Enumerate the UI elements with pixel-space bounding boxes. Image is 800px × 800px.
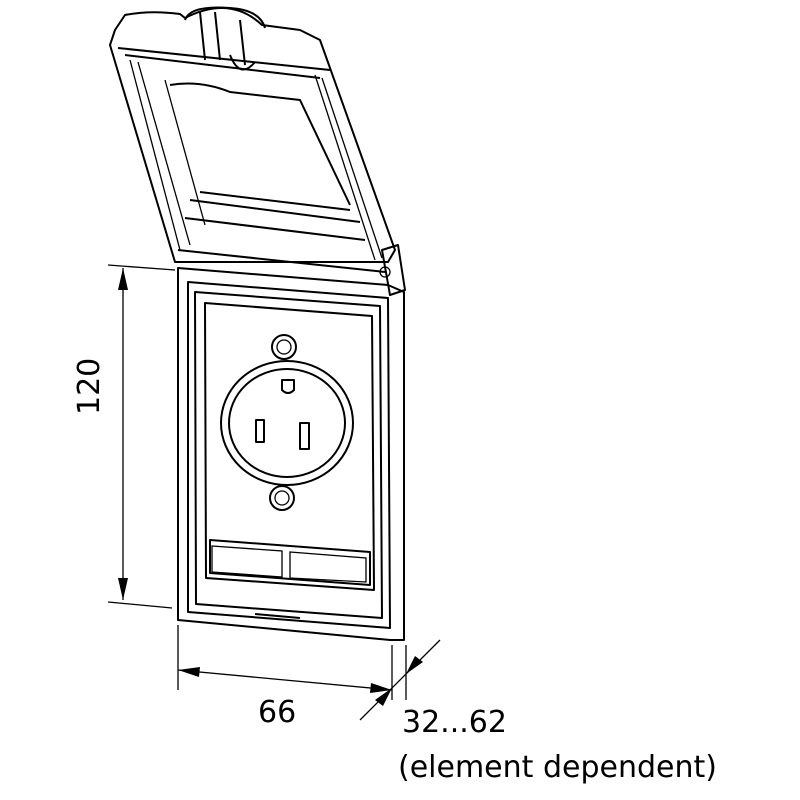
label-strips — [209, 539, 371, 586]
height-dimension-label: 120 — [72, 357, 107, 415]
nema-socket — [220, 334, 354, 511]
arrow-down-icon — [118, 578, 128, 600]
width-dimension-label: 66 — [258, 695, 297, 730]
arrow-left-icon — [178, 667, 200, 677]
arrow-up-icon — [118, 268, 128, 290]
dimension-lines — [107, 264, 441, 721]
hinged-lid — [109, 6, 406, 296]
arrow-right-icon — [370, 683, 392, 693]
depth-note-label: (element dependent) — [398, 750, 717, 785]
outlet-frame — [177, 267, 405, 641]
depth-dimension-label: 32...62 — [402, 705, 507, 740]
